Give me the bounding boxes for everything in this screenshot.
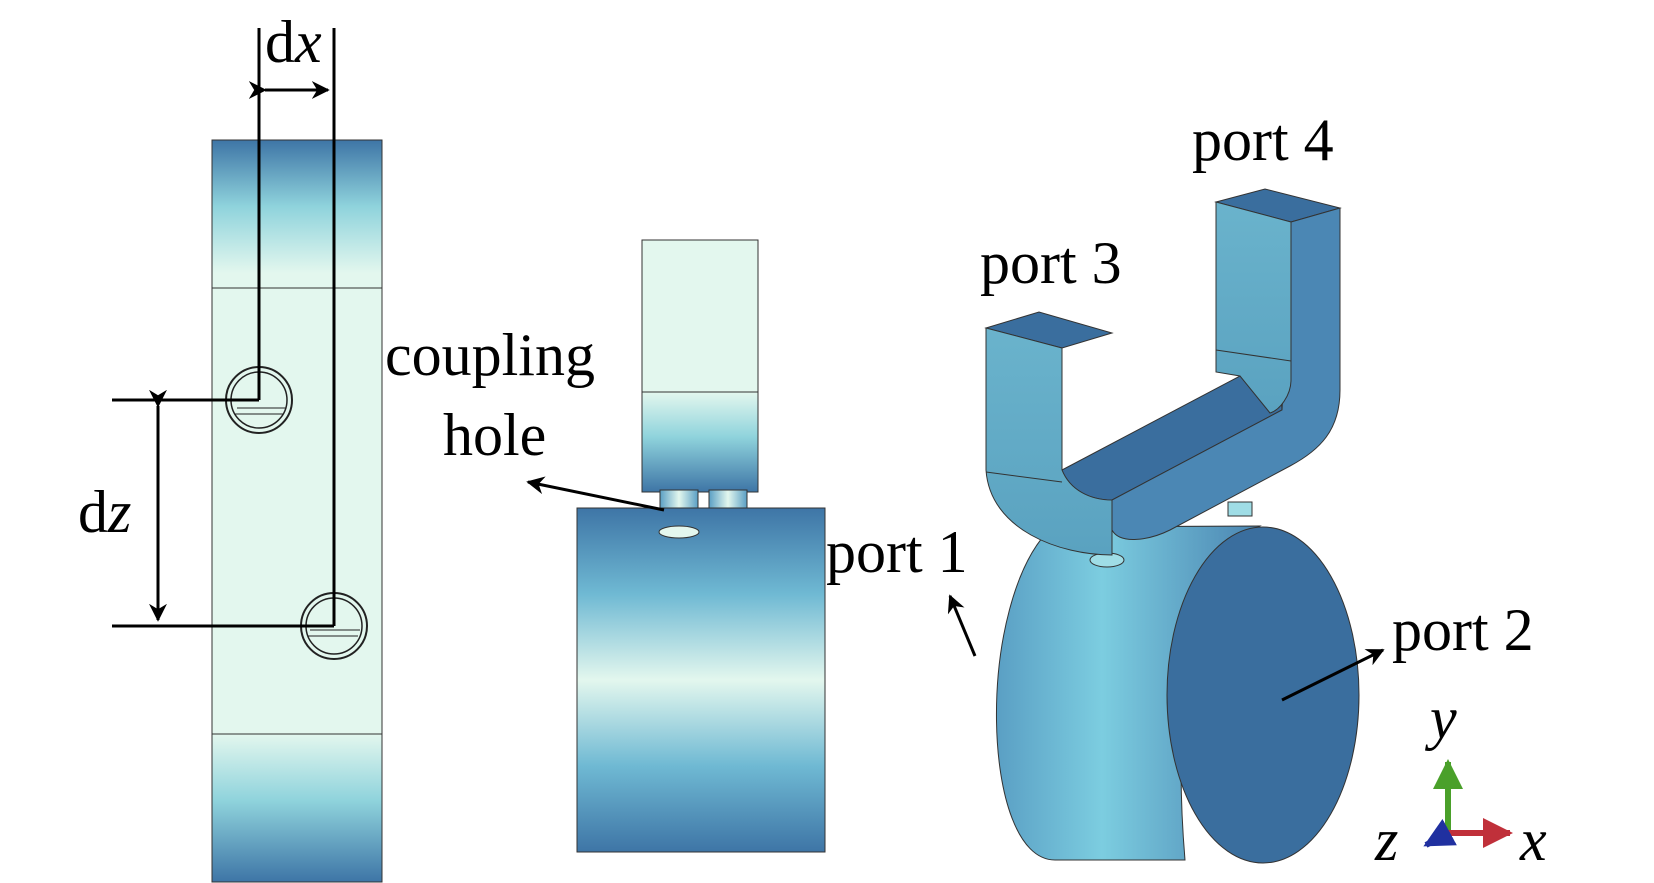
u-guide-left-arm-face (985, 327, 1113, 556)
dx-dimension (248, 28, 336, 626)
axis-z-arrow (1423, 818, 1457, 848)
left-bottom-block (211, 733, 383, 883)
coordinate-triad: y z x (1374, 685, 1547, 873)
u-guide-right-arm-side (1111, 207, 1341, 540)
middle-top-waveguide-lower (641, 391, 759, 493)
port2-label: port 2 (1392, 597, 1534, 663)
port1-label: port 1 (826, 519, 968, 585)
axis-x-label: x (1519, 807, 1547, 873)
port1-arrow (947, 594, 977, 657)
middle-view (576, 239, 826, 853)
middle-hole-opening (658, 525, 700, 539)
coupling-arrow (526, 476, 665, 512)
left-middle-block (211, 287, 383, 735)
right-cylinder-end-face (1166, 526, 1360, 864)
coupling-label-line1: coupling (385, 322, 595, 388)
left-top-block (211, 139, 383, 289)
middle-post-right (708, 489, 748, 511)
axis-z-label: z (1374, 807, 1398, 873)
port2-arrow (1281, 648, 1385, 702)
port4-label: port 4 (1192, 107, 1334, 173)
left-view: dx dz (78, 9, 383, 883)
right-view (984, 188, 1360, 864)
dz-dimension (112, 389, 334, 628)
middle-cylinder (576, 507, 826, 853)
u-guide-right-arm-face (1215, 201, 1292, 414)
middle-top-waveguide-upper (641, 239, 759, 393)
dz-label: dz (78, 479, 131, 545)
right-post-back (1227, 501, 1253, 517)
coupling-label-line2: hole (443, 402, 546, 468)
dx-label: dx (265, 9, 322, 75)
axis-y-label: y (1424, 685, 1457, 751)
port3-label: port 3 (980, 230, 1122, 296)
